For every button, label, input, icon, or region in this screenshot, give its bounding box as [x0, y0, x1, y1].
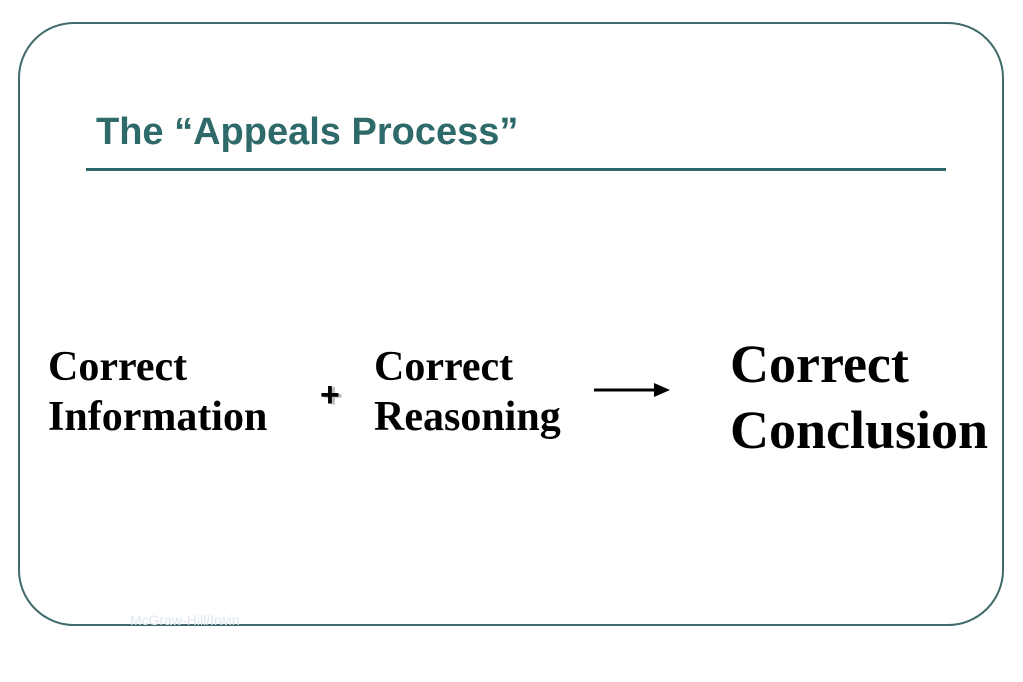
term-reasoning-line-2: Reasoning	[374, 394, 561, 441]
slide-title: The “Appeals Process”	[96, 111, 519, 153]
term-information-line-1: Correct	[48, 344, 188, 390]
term-correct-conclusion: Correct Conclusion	[730, 332, 988, 464]
term-conclusion-line-1: Correct	[730, 334, 909, 394]
footer-copyright: McGraw-Hill/Irwin	[130, 612, 240, 628]
plus-icon: +	[320, 376, 340, 414]
slide-frame	[18, 22, 1004, 626]
term-conclusion-line-2: Conclusion	[730, 399, 989, 460]
title-underline	[86, 168, 946, 171]
term-correct-reasoning: Correct Reasoning	[374, 342, 561, 443]
term-reasoning-line-1: Correct	[374, 344, 514, 390]
term-information-line-2: Information	[48, 394, 268, 441]
term-correct-information: Correct Information	[48, 342, 267, 443]
right-arrow-icon	[594, 383, 670, 397]
